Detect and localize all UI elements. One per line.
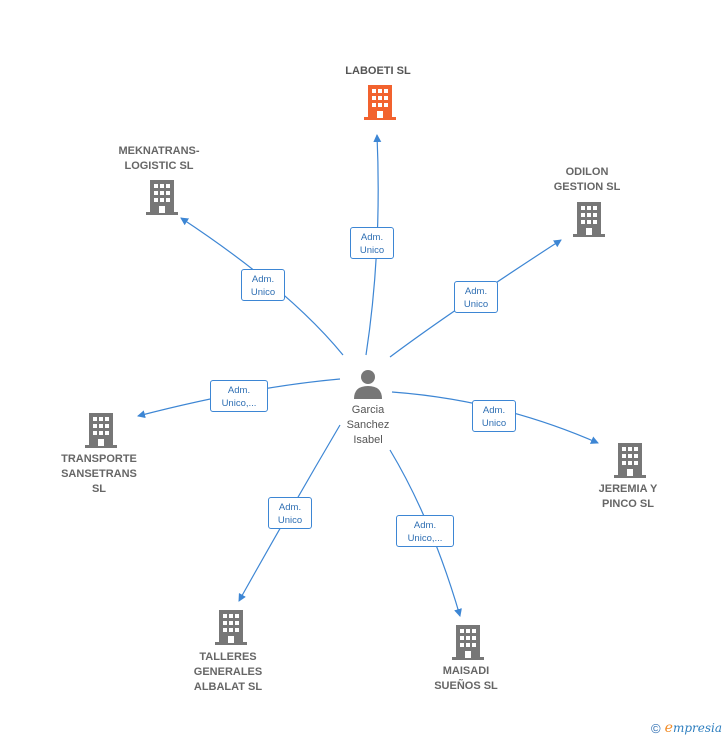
building-icon-talleres[interactable] xyxy=(215,609,249,645)
relation-label-odilon[interactable]: Adm. Unico xyxy=(454,281,498,313)
person-icon[interactable] xyxy=(352,369,384,399)
company-name-odilon[interactable]: ODILON GESTION SL xyxy=(553,166,621,193)
building-icon-laboeti[interactable] xyxy=(364,84,398,120)
building-icon-odilon[interactable] xyxy=(573,201,607,237)
person-name[interactable]: Garcia Sanchez Isabel xyxy=(346,404,390,446)
building-icon-jeremia[interactable] xyxy=(614,442,648,478)
relation-label-laboeti[interactable]: Adm. Unico xyxy=(350,227,394,259)
building-icon-transporte[interactable] xyxy=(85,412,119,448)
relation-label-maisadi[interactable]: Adm. Unico,... xyxy=(396,515,454,547)
relation-label-talleres[interactable]: Adm. Unico xyxy=(268,497,312,529)
footer-brand[interactable]: © empresia xyxy=(651,720,722,736)
company-name-maisadi[interactable]: MAISADI SUEÑOS SL xyxy=(434,665,498,692)
relation-label-transporte[interactable]: Adm. Unico,... xyxy=(210,380,268,412)
brand-logo: empresia xyxy=(664,720,722,736)
relation-label-meknatrans[interactable]: Adm. Unico xyxy=(241,269,285,301)
company-name-laboeti[interactable]: LABOETI SL xyxy=(345,65,411,77)
company-name-jeremia[interactable]: JEREMIA Y PINCO SL xyxy=(598,483,658,510)
building-icon-meknatrans[interactable] xyxy=(146,179,180,215)
company-name-talleres[interactable]: TALLERES GENERALES ALBALAT SL xyxy=(193,651,263,693)
copyright-icon: © xyxy=(651,720,661,736)
relation-label-jeremia[interactable]: Adm. Unico xyxy=(472,400,516,432)
building-icon-maisadi[interactable] xyxy=(452,624,486,660)
company-name-transporte[interactable]: TRANSPORTE SANSETRANS SL xyxy=(61,453,137,495)
company-name-meknatrans[interactable]: MEKNATRANS- LOGISTIC SL xyxy=(118,145,200,172)
